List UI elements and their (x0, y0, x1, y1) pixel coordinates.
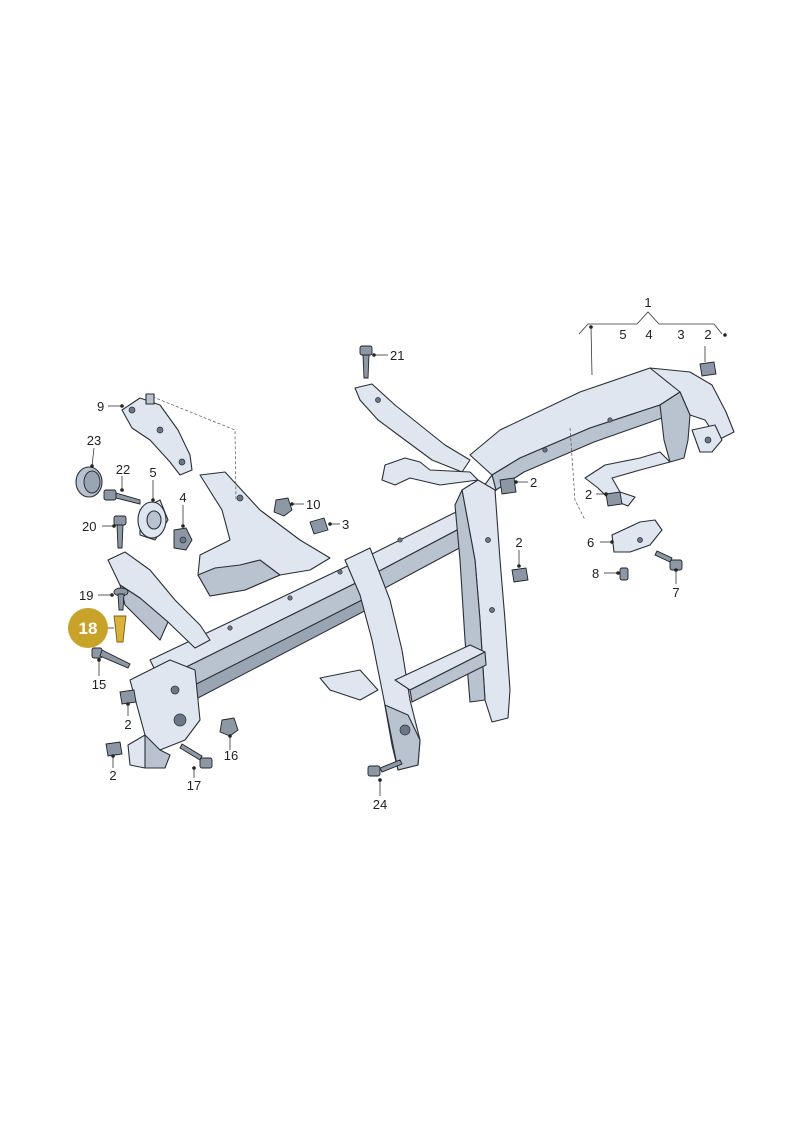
part-10-nut (273, 497, 293, 517)
label-19: 19 (79, 588, 93, 603)
label-1-sub-4: 4 (645, 327, 652, 342)
label-24: 24 (373, 797, 387, 812)
part-9-bracket (121, 393, 193, 476)
part-18-screw (113, 615, 127, 643)
label-18: 18 (79, 619, 98, 638)
callout-labels: 1 5 4 3 2 21 9 23 22 5 4 20 10 3 2 2 2 6… (68, 295, 712, 812)
label-1-sub-2: 2 (704, 327, 711, 342)
label-22: 22 (116, 462, 130, 477)
label-16: 16 (224, 748, 238, 763)
part-16-nut (219, 717, 239, 737)
part-4-nut (173, 527, 193, 551)
label-2-e: 2 (109, 768, 116, 783)
label-3: 3 (342, 517, 349, 532)
label-2-b: 2 (515, 535, 522, 550)
cross-member-assembly (107, 367, 735, 771)
part-20-screw (113, 515, 127, 549)
part-24-screw (367, 759, 403, 777)
label-2-a: 2 (530, 475, 537, 490)
part-3-clip (309, 517, 329, 535)
label-1-sub-5: 5 (619, 327, 626, 342)
label-1-sub-3: 3 (677, 327, 684, 342)
label-23: 23 (87, 433, 101, 448)
label-15: 15 (92, 677, 106, 692)
label-2-c: 2 (585, 487, 592, 502)
part-17-screw (179, 743, 213, 769)
label-6: 6 (587, 535, 594, 550)
label-8: 8 (592, 566, 599, 581)
part-21-screw (359, 345, 373, 379)
label-10: 10 (306, 497, 320, 512)
label-21: 21 (390, 348, 404, 363)
part-5-bushing (137, 499, 169, 541)
part-15-screw (91, 647, 131, 669)
part-2-clips (105, 361, 717, 757)
label-7: 7 (672, 585, 679, 600)
label-4: 4 (179, 490, 186, 505)
leader-lines (90, 311, 727, 796)
label-20: 20 (82, 519, 96, 534)
part-6-bracket (611, 519, 663, 553)
highlight-badge-18 (68, 608, 108, 648)
label-17: 17 (187, 778, 201, 793)
part-23-grommet (75, 466, 103, 498)
label-5: 5 (149, 465, 156, 480)
part-19-screw (113, 587, 129, 611)
label-9: 9 (97, 399, 104, 414)
part-7-screw (654, 550, 683, 571)
part-8-screw (619, 567, 629, 581)
part-22-screw (103, 489, 141, 505)
label-2-d: 2 (124, 717, 131, 732)
label-1: 1 (644, 295, 651, 310)
